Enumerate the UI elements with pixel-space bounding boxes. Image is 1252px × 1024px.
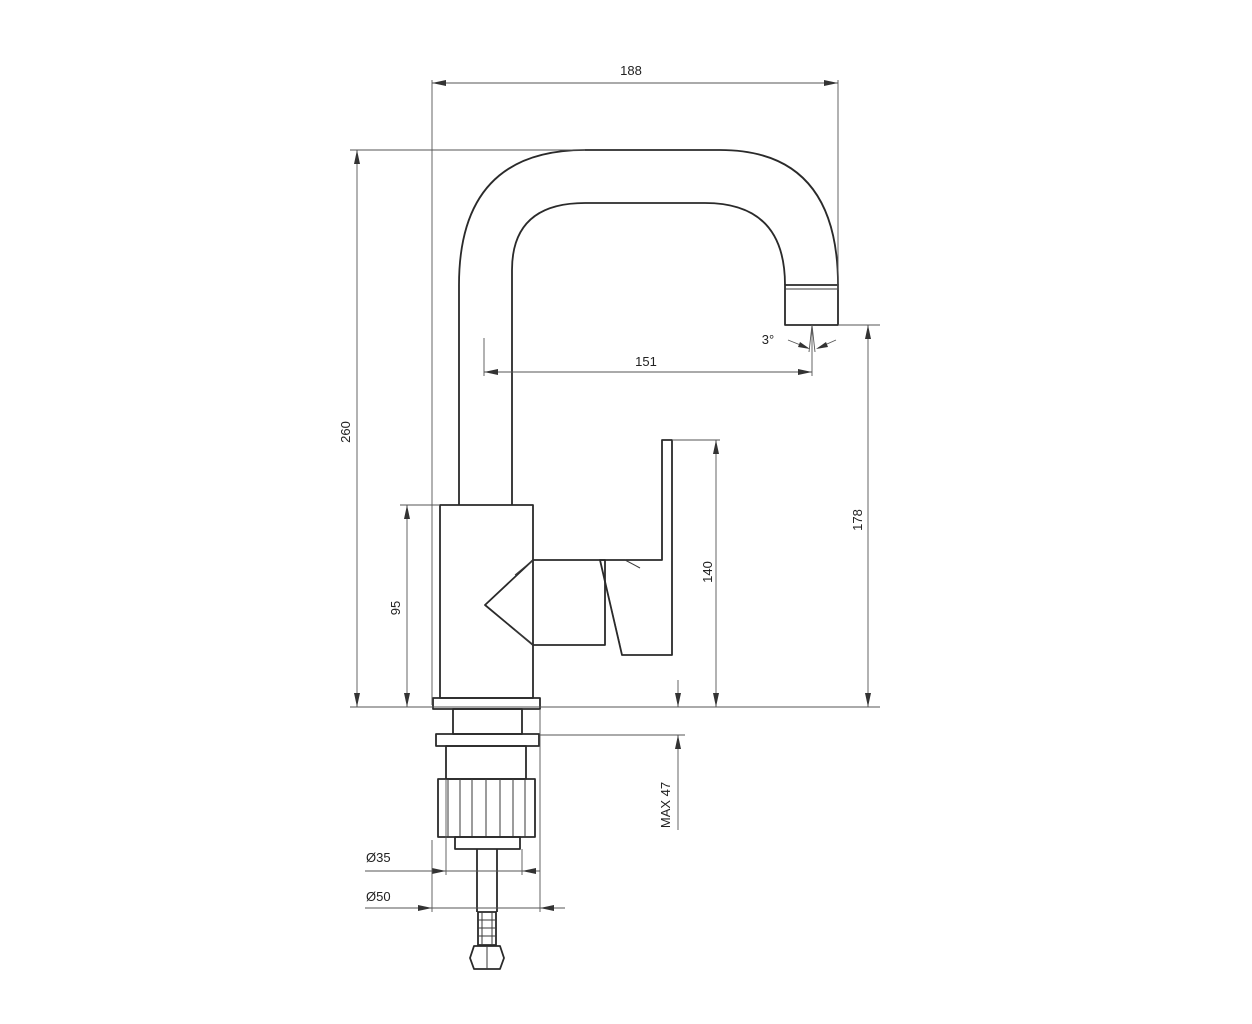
dim-spout-height: 178: [850, 509, 865, 531]
lever-handle: [599, 439, 673, 656]
dim-body-height: 95: [388, 601, 403, 615]
dimension-lines: [350, 80, 880, 912]
dim-thread-diameter: Ø35: [366, 850, 391, 865]
dim-mount-thickness: MAX 47: [658, 782, 673, 828]
dim-overall-width: 188: [620, 63, 642, 78]
dim-overall-height: 260: [338, 421, 353, 443]
hose-nut: [469, 945, 505, 970]
dim-spout-angle: 3°: [762, 332, 774, 347]
faucet-outline: [432, 149, 839, 970]
dim-handle-height: 140: [700, 561, 715, 583]
aerator: [784, 284, 839, 326]
dim-spout-reach: 151: [635, 354, 657, 369]
dim-base-diameter: Ø50: [366, 889, 391, 904]
faucet-body: [439, 504, 534, 699]
